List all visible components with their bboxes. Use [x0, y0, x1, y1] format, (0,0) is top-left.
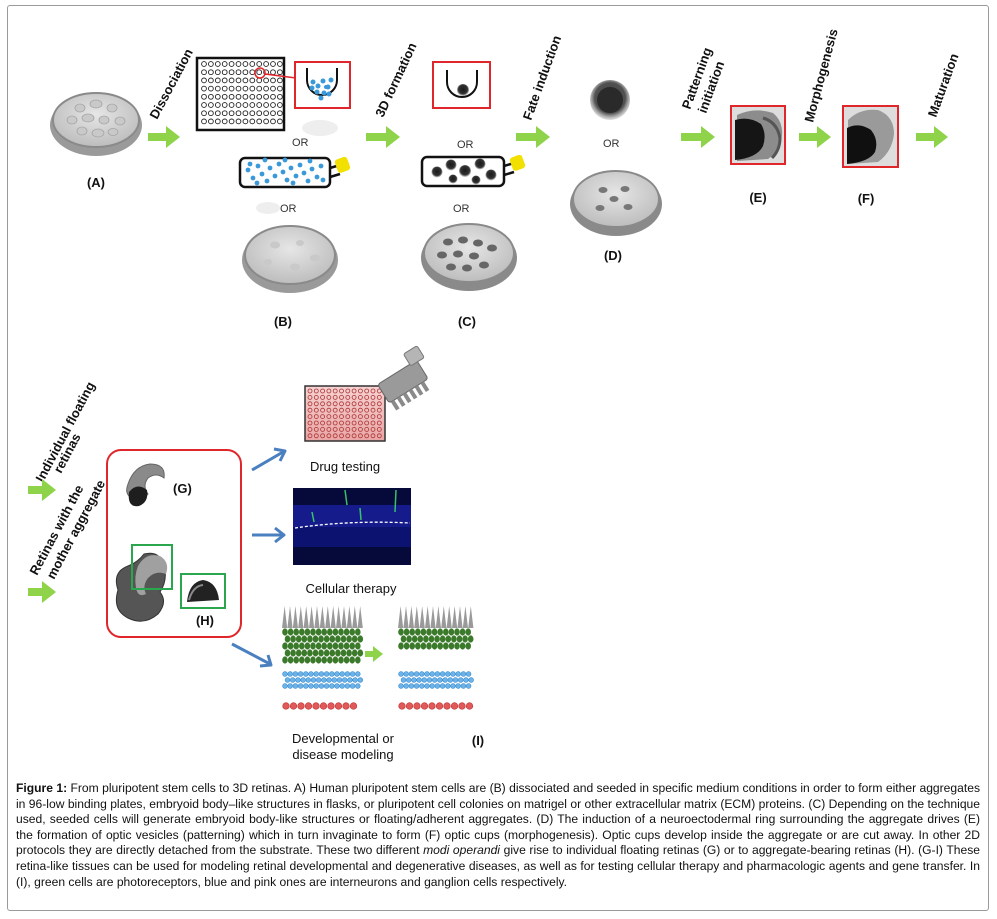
dish-a	[50, 92, 142, 156]
green-arrow-icon	[365, 646, 383, 662]
faded-smudge	[256, 202, 280, 214]
or-c2: OR	[453, 203, 470, 215]
or-b2: OR	[280, 203, 297, 215]
figure-caption: Figure 1: From pluripotent stem cells to…	[16, 781, 980, 890]
or-b1: OR	[292, 137, 309, 149]
blue-arrow-icon	[251, 447, 287, 472]
blue-arrow-icon	[252, 526, 286, 544]
caption-label: Figure 1:	[16, 781, 68, 795]
floating-retina-g	[126, 463, 165, 507]
green-arrow-icon	[28, 581, 56, 603]
green-arrow-icon	[148, 126, 180, 148]
green-arrow-icon	[516, 126, 550, 148]
app-cellular-therapy: Cellular therapy	[305, 581, 397, 596]
figure-frame	[7, 5, 989, 911]
flask-c	[420, 154, 526, 188]
retina-layers-before	[282, 606, 364, 710]
cellular-therapy-image	[293, 488, 411, 565]
well-zoom-box	[294, 61, 351, 109]
label-h: (H)	[196, 613, 214, 628]
optic-vesicle-e	[730, 105, 786, 165]
label-b: (B)	[274, 314, 292, 329]
or-c1: OR	[457, 139, 474, 151]
label-d: (D)	[604, 248, 622, 263]
green-arrow-icon	[28, 479, 56, 501]
step-3d-formation: 3D formation	[372, 40, 420, 119]
caption-italic: modi operandi	[423, 843, 500, 858]
green-arrow-icon	[366, 126, 400, 148]
app-drug-testing: Drug testing	[310, 459, 380, 474]
faded-smudge	[302, 120, 338, 136]
app-modeling-line1: Developmental or	[292, 731, 395, 746]
step-fate-induction: Fate induction	[520, 33, 564, 122]
drug-testing-plate	[304, 385, 386, 442]
flask-b	[238, 156, 351, 189]
figure-diagram: (A) Dissociation OR OR	[26, 27, 962, 762]
green-arrow-icon	[799, 126, 831, 148]
label-f: (F)	[858, 191, 875, 206]
retina-layers-after	[398, 606, 474, 710]
green-arrow-icon	[916, 126, 948, 148]
step-dissociation: Dissociation	[146, 46, 196, 121]
label-g: (G)	[173, 481, 192, 496]
well-plate-96	[195, 56, 297, 132]
or-d: OR	[603, 138, 620, 150]
well-aggregate-box	[432, 61, 491, 109]
caption-text-2: give rise to individual floating retinas…	[16, 843, 980, 889]
label-a: (A)	[87, 175, 105, 190]
dish-b	[242, 225, 338, 293]
label-c: (C)	[458, 314, 476, 329]
blue-arrow-icon	[231, 642, 273, 668]
dish-d	[570, 170, 662, 236]
green-arrow-icon	[681, 126, 715, 148]
aggregate-retina-h	[115, 544, 226, 622]
optic-cup-f	[842, 105, 899, 168]
retina-types-box: (G) (H)	[106, 449, 242, 638]
step-maturation: Maturation	[925, 51, 962, 119]
label-e: (E)	[749, 190, 766, 205]
label-i: (I)	[472, 733, 484, 748]
dish-c	[421, 223, 517, 291]
step-morphogenesis: Morphogenesis	[801, 27, 840, 124]
caption-text-1: From pluripotent stem cells to 3D retina…	[16, 781, 980, 858]
multichannel-pipette-icon	[378, 345, 430, 411]
aggregate-d	[590, 80, 630, 120]
app-modeling-line2: disease modeling	[292, 747, 393, 762]
